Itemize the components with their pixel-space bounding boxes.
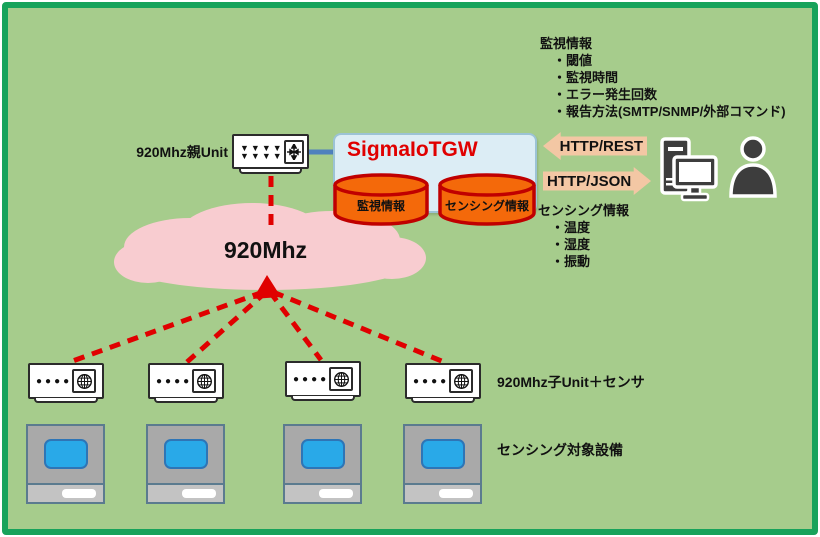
equipment-slot (319, 489, 353, 498)
globe-icon (192, 369, 216, 393)
sensing-info-block: センシング情報 ・温度 ・湿度 ・振動 (538, 202, 629, 270)
db-cylinder-monitoring: 監視情報 (331, 171, 431, 229)
sensing-info-item: ・温度 (551, 220, 591, 235)
http-rest-label: HTTP/REST (559, 137, 643, 155)
monitoring-info-item: ・エラー発生回数 (553, 87, 658, 102)
child-unit-dots: ●●●● (413, 375, 450, 387)
child-unit: ●●●● (148, 363, 224, 399)
monitoring-info-block: 監視情報 ・閾値 ・監視時間 ・エラー発生回数 ・報告方法(SMTP/SNMP/… (540, 35, 786, 120)
globe-icon (329, 367, 353, 391)
equipment-strip (405, 483, 480, 502)
equipment-slot (182, 489, 216, 498)
globe-icon (72, 369, 96, 393)
child-unit-base (291, 396, 355, 401)
child-unit-base (34, 398, 98, 403)
child-unit: ●●●● (405, 363, 481, 399)
equipment (283, 424, 362, 504)
gateway-title: SigmaIoTGW (347, 138, 478, 161)
equipment (146, 424, 225, 504)
parent-unit-base (239, 169, 302, 174)
http-json-arrow: HTTP/JSON (543, 167, 651, 195)
equipment-strip (285, 483, 360, 502)
child-unit-dots: ●●●● (293, 373, 330, 385)
parent-unit-device: ▼▼▼▼ ▼▼▼▼ (232, 134, 309, 169)
equipment-slot (62, 489, 96, 498)
db-sensing-label: センシング情報 (444, 199, 529, 213)
user-icon (729, 136, 777, 198)
equipment-screen (300, 439, 345, 469)
equipment-screen (163, 439, 208, 469)
sensing-info-item: ・湿度 (551, 237, 591, 252)
child-unit-label: 920Mhz子Unit＋センサ (497, 374, 645, 390)
http-rest-arrow: HTTP/REST (543, 132, 647, 160)
child-unit-dots: ●●●● (36, 375, 73, 387)
monitoring-info-title: 監視情報 (540, 36, 593, 51)
equipment-label: センシング対象設備 (497, 442, 623, 458)
monitoring-info-item: ・報告方法(SMTP/SNMP/外部コマンド) (553, 104, 786, 119)
sensing-info-item: ・振動 (551, 254, 591, 269)
equipment-screen (420, 439, 465, 469)
child-unit: ●●●● (285, 361, 361, 397)
cloud-label: 920Mhz (223, 237, 308, 263)
equipment (403, 424, 482, 504)
equipment-screen (43, 439, 88, 469)
monitoring-info-item: ・監視時間 (553, 70, 619, 85)
child-unit-base (411, 398, 475, 403)
equipment (26, 424, 105, 504)
parent-unit-label: 920Mhz親Unit (136, 144, 228, 160)
equipment-strip (148, 483, 223, 502)
db-monitoring-label: 監視情報 (356, 199, 405, 213)
db-cylinder-sensing: センシング情報 (436, 171, 538, 229)
child-unit-base (154, 398, 218, 403)
computer-icon (660, 137, 718, 202)
http-json-label: HTTP/JSON (547, 172, 632, 190)
equipment-slot (439, 489, 473, 498)
child-unit-dots: ●●●● (156, 375, 193, 387)
globe-icon (449, 369, 473, 393)
rf-module-icon (283, 139, 304, 164)
equipment-strip (28, 483, 103, 502)
parent-unit-vents: ▼▼▼▼ ▼▼▼▼ (240, 142, 284, 161)
sensing-info-title: センシング情報 (538, 203, 630, 218)
child-unit: ●●●● (28, 363, 104, 399)
monitoring-info-item: ・閾値 (553, 53, 593, 68)
